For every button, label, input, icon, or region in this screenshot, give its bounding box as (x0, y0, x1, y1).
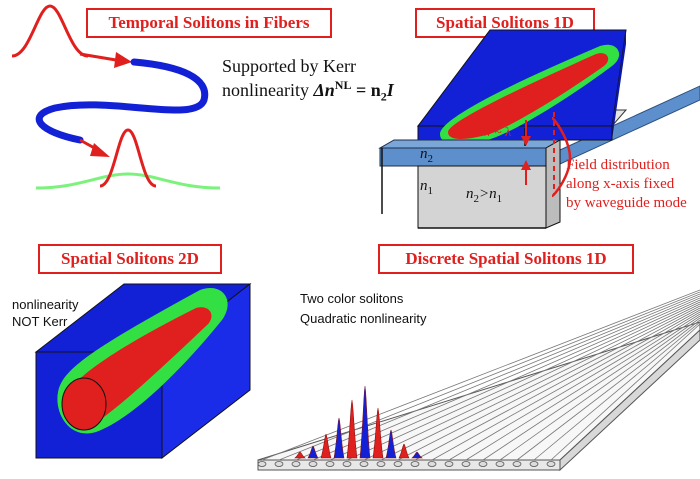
discrete-diagram (257, 289, 700, 472)
kerr-delta-n: Δn (313, 80, 335, 100)
waveguide-input-port (291, 461, 301, 467)
soliton-peak (372, 407, 384, 459)
w-arrowhead-up (521, 160, 531, 170)
soliton-pulse (99, 128, 157, 188)
guiding-layer-front (379, 147, 547, 167)
waveguide-channel (380, 303, 700, 461)
title-temporal-solitons: Temporal Solitons in Fibers (86, 8, 332, 38)
waveguide-channel (448, 311, 700, 461)
cond-sub2: 2 (473, 193, 480, 205)
soliton-peak (385, 429, 397, 459)
label-n2-n: n (420, 146, 428, 162)
soliton-peak (307, 445, 319, 459)
soliton-peak (411, 451, 423, 459)
blue-side-slab (612, 30, 626, 140)
waveguide-input-port (478, 461, 488, 467)
label-n1-substrate: n1 (420, 178, 433, 197)
kerr-line-2: nonlinearity ΔnNL = n2I (222, 78, 394, 105)
waveguide-input-port (410, 461, 420, 467)
twocolor-line-2: Quadratic nonlinearity (300, 311, 427, 326)
kerr-nonlinearity-word: nonlinearity (222, 80, 314, 100)
waveguide-input-port (393, 461, 403, 467)
cond-n2: n (466, 186, 474, 202)
label-n2-sub: 2 (427, 153, 434, 165)
waveguide-input-port (495, 461, 505, 467)
waveguide-input-port (376, 461, 386, 467)
cond-sub1: 1 (496, 193, 503, 205)
waveguide-input-port (342, 461, 352, 467)
nonkerr-line-1: nonlinearity (12, 297, 79, 312)
kerr-intensity: I (386, 80, 394, 100)
field-caption-3: by waveguide mode (566, 195, 687, 211)
kerr-sub-2: 2 (380, 89, 387, 104)
w-arrowhead-down (521, 136, 531, 146)
waveguide-channel (550, 323, 700, 461)
arrowhead-into-fiber (114, 52, 132, 68)
dispersed-pulse (35, 172, 221, 190)
soliton-peak (294, 451, 306, 459)
soliton-peak (320, 433, 332, 459)
guiding-layer-top (378, 139, 562, 149)
red-cone-face (61, 377, 107, 431)
waveguide-input-port (274, 461, 284, 467)
fiber-curve (35, 58, 209, 144)
label-n2-layer: n2 (420, 146, 433, 165)
field-profile (551, 116, 572, 198)
waveguide-channel (482, 315, 700, 461)
waveguide-channel (465, 313, 700, 461)
input-pulse (11, 4, 89, 58)
label-n1-n: n (420, 178, 428, 194)
waveguide-input-port (325, 461, 335, 467)
waveguide-channel (499, 317, 700, 461)
kerr-nl-sup: NL (334, 78, 352, 92)
waveguide-input-port (444, 461, 454, 467)
label-n1-sub: 1 (427, 185, 434, 197)
temporal-diagram (11, 4, 221, 190)
waveguide-channel (516, 319, 700, 461)
soliton-peak (359, 385, 371, 459)
twocolor-line-1: Two color solitons (300, 291, 404, 306)
waveguide-input-port (546, 461, 556, 467)
cond-gt-n: >n (479, 186, 497, 202)
spatial-2d-diagram (34, 282, 252, 460)
waveguide-channel (346, 299, 700, 461)
array-slab-side (559, 329, 700, 472)
spatial-1d-diagram (378, 29, 700, 229)
red-beam (448, 53, 609, 139)
field-caption-1: Field distribution (566, 157, 670, 173)
arrowhead-out-fiber (90, 143, 110, 157)
waveguide-input-port (359, 461, 369, 467)
soliton-peak (398, 443, 410, 459)
soliton-peak (346, 399, 358, 459)
kerr-line-1: Supported by Kerr (222, 56, 356, 76)
waveguide-channel (261, 289, 700, 461)
waveguide-channel (363, 301, 700, 461)
waveguide-channel (533, 321, 700, 461)
waveguide-input-port (257, 461, 267, 467)
waveguide-channel (397, 305, 700, 461)
label-index-condition: n2>n1 (466, 186, 502, 205)
arrow-into-fiber (79, 52, 117, 62)
waveguide-input-port (308, 461, 318, 467)
label-width: w ~ λ (482, 124, 512, 139)
nonkerr-line-2: NOT Kerr (12, 314, 68, 329)
waveguide-input-port (461, 461, 471, 467)
title-discrete-spatial-solitons: Discrete Spatial Solitons 1D (378, 244, 634, 274)
waveguide-input-port (529, 461, 539, 467)
waveguide-input-port (512, 461, 522, 467)
field-caption-2: along x-axis fixed (566, 176, 675, 192)
waveguide-channel (414, 307, 700, 461)
kerr-equals-n: = n (351, 80, 381, 100)
waveguide-channel (431, 309, 700, 461)
soliton-peak (333, 417, 345, 459)
title-spatial-solitons-2d: Spatial Solitons 2D (38, 244, 222, 274)
waveguide-input-port (427, 461, 437, 467)
